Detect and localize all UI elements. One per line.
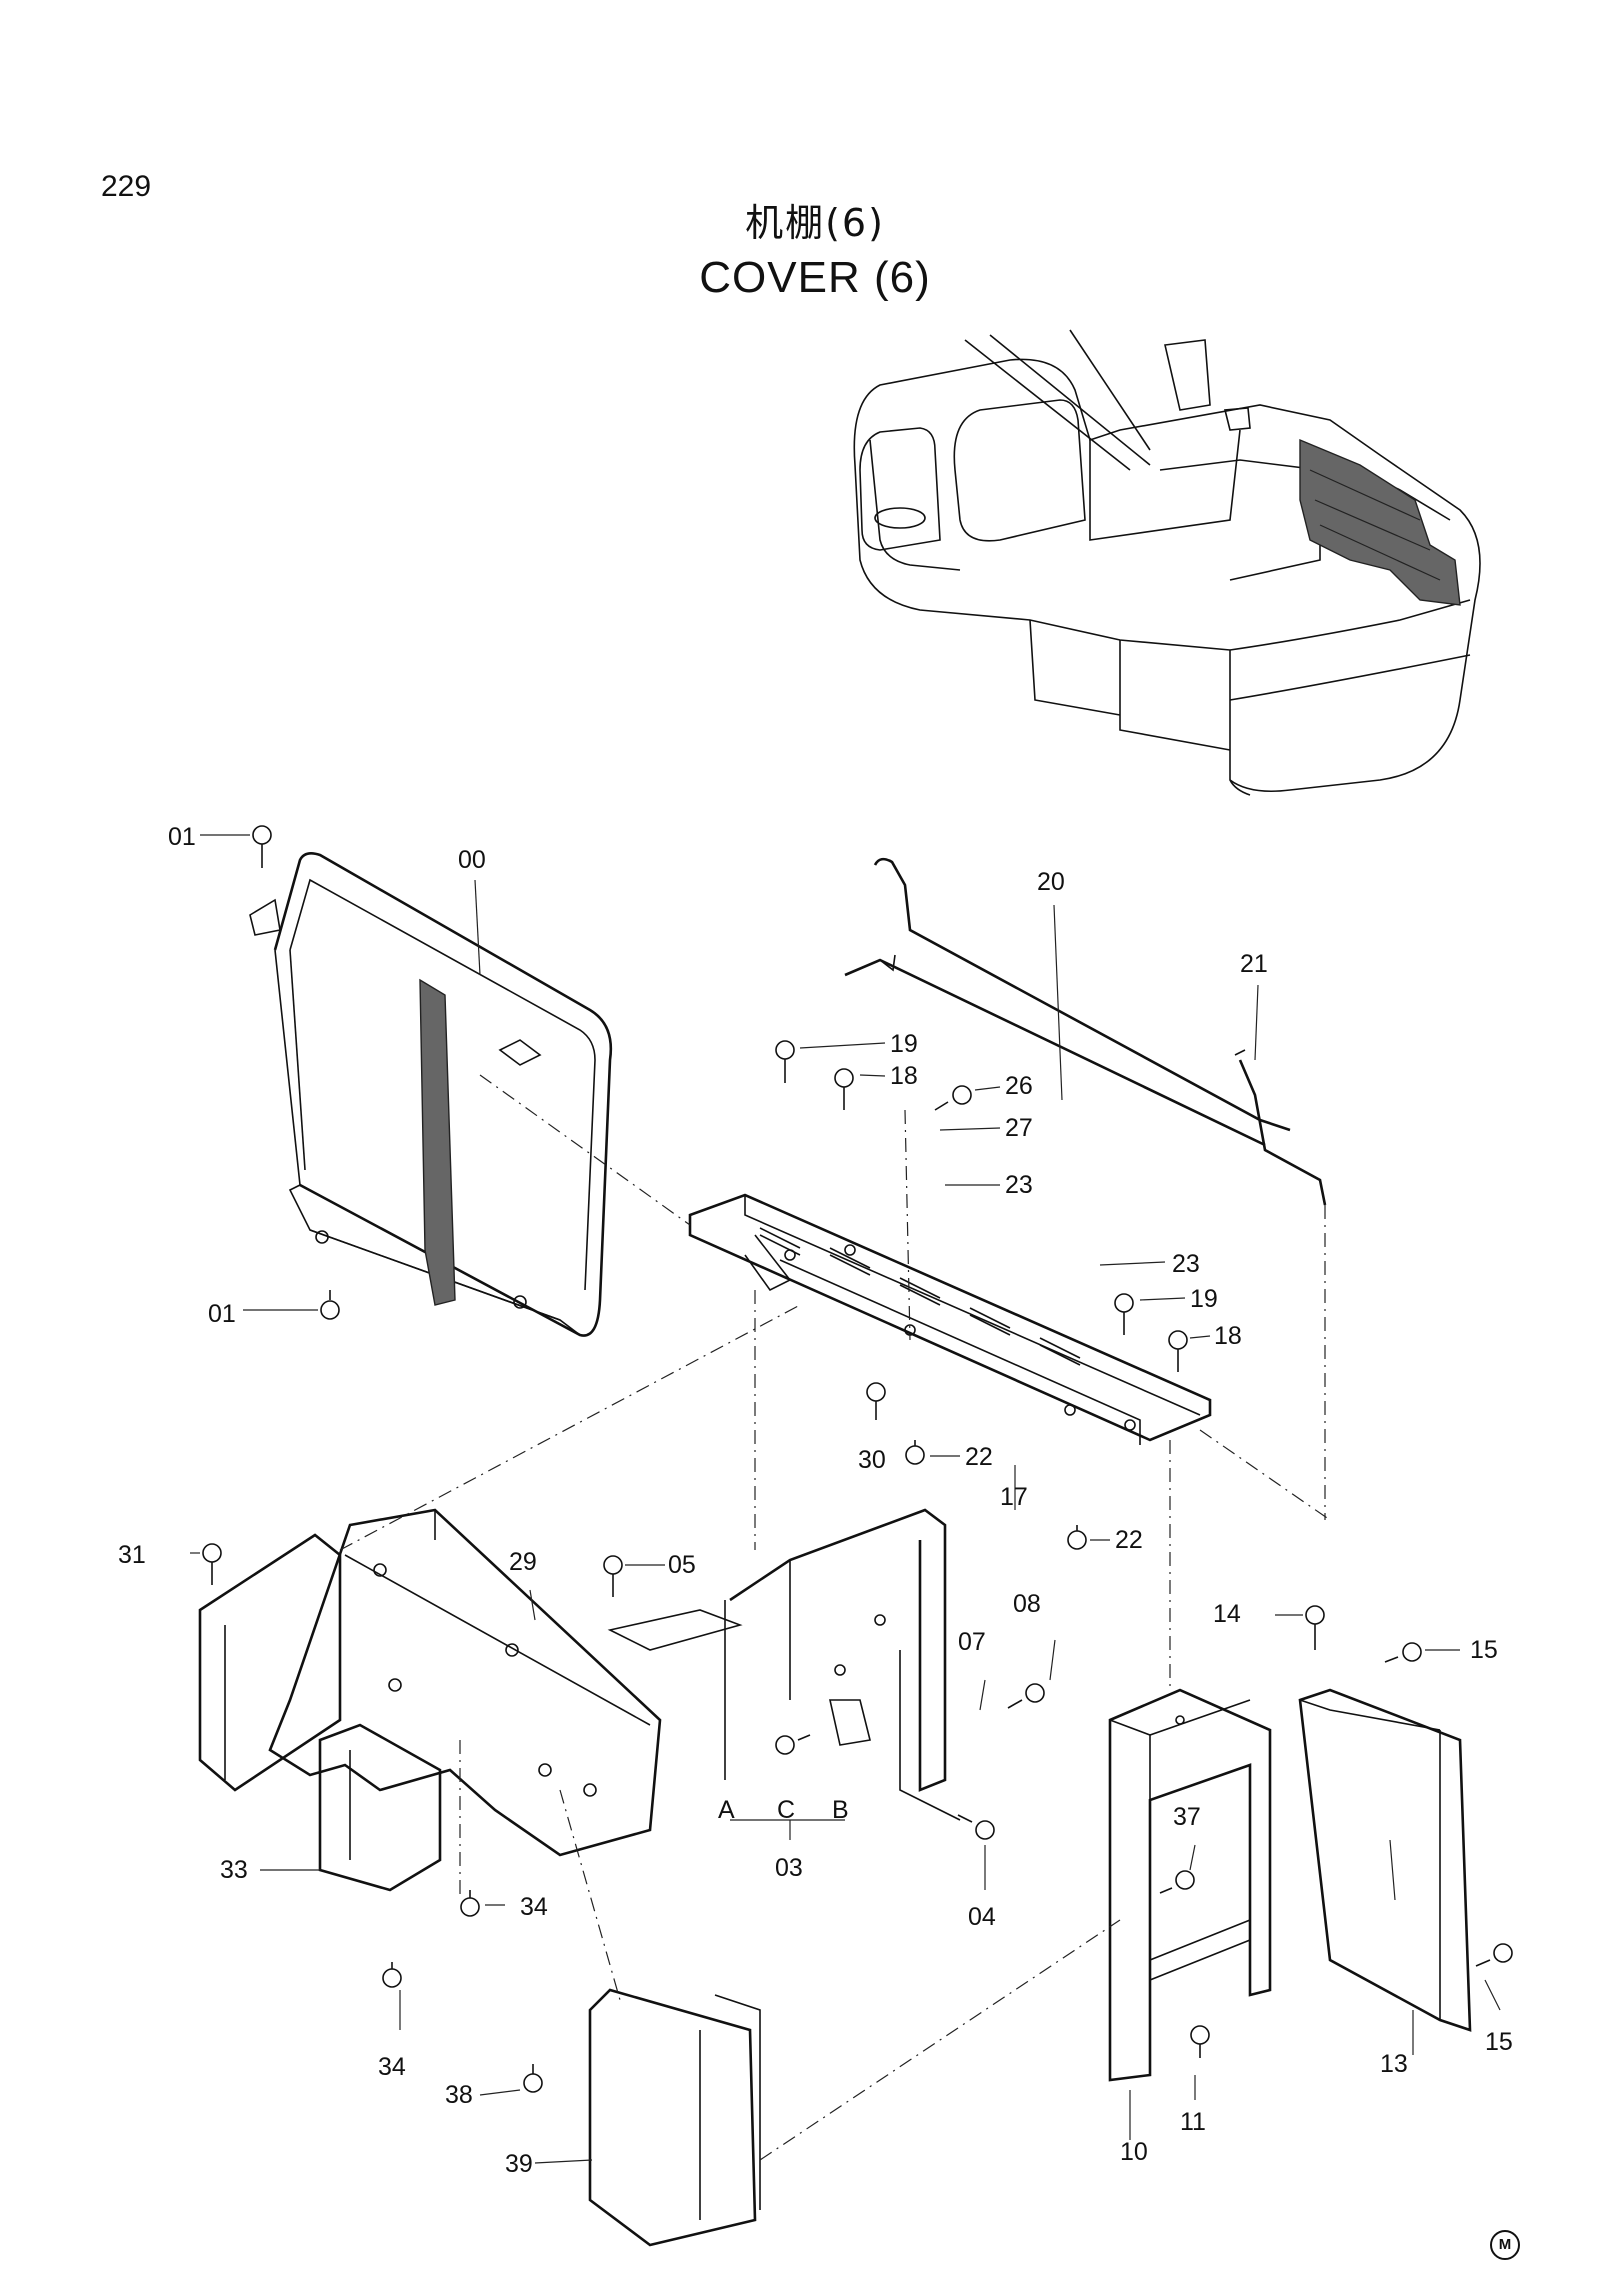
label-01-bottom: 01 <box>208 1300 236 1328</box>
leader-lines <box>190 834 1501 2164</box>
label-23-top: 23 <box>1005 1171 1033 1199</box>
part-33-bracket <box>318 1723 442 1892</box>
label-05: 05 <box>668 1551 696 1579</box>
label-39: 39 <box>505 2150 533 2178</box>
label-10: 10 <box>1120 2138 1148 2166</box>
part-39-lower-cover <box>588 1988 761 2247</box>
label-22-center: 22 <box>965 1443 993 1471</box>
label-34-right: 34 <box>520 1893 548 1921</box>
part-00-cover-frame <box>249 852 613 1337</box>
label-15-bottom: 15 <box>1485 2028 1513 2056</box>
label-01-top: 01 <box>168 823 196 851</box>
label-13: 13 <box>1380 2050 1408 2078</box>
part-20-21-pipes <box>844 857 1327 1206</box>
label-18-right: 18 <box>1214 1322 1242 1350</box>
title-english: COVER (6) <box>699 253 931 302</box>
part-13-side-panel <box>1298 1688 1472 2032</box>
label-21: 21 <box>1240 950 1268 978</box>
page-number: 229 <box>101 170 152 203</box>
label-07: 07 <box>958 1628 986 1656</box>
fasteners <box>202 825 1513 2093</box>
label-30: 30 <box>858 1446 886 1474</box>
label-03-b: B <box>832 1796 849 1824</box>
label-20: 20 <box>1037 868 1065 896</box>
label-08: 08 <box>1013 1590 1041 1618</box>
label-03: 03 <box>775 1854 803 1882</box>
label-37: 37 <box>1173 1803 1201 1831</box>
label-00: 00 <box>458 846 486 874</box>
part-number-labels: 01 00 01 20 21 19 18 26 27 23 23 19 18 3… <box>118 823 1513 2178</box>
title-block: 机棚(6) COVER (6) <box>0 192 1620 303</box>
label-26: 26 <box>1005 1072 1033 1100</box>
label-34-bottom: 34 <box>378 2053 406 2081</box>
label-17: 17 <box>1000 1483 1028 1511</box>
label-15-top: 15 <box>1470 1636 1498 1664</box>
part-29-floor-plate <box>268 1508 662 1857</box>
label-03-a: A <box>718 1796 735 1824</box>
label-03-c: C <box>777 1796 795 1824</box>
part-17-bracket-beam <box>688 1193 1212 1445</box>
label-31: 31 <box>118 1541 146 1569</box>
label-27: 27 <box>1005 1114 1033 1142</box>
label-14: 14 <box>1213 1600 1241 1628</box>
label-33: 33 <box>220 1856 248 1884</box>
label-22-right: 22 <box>1115 1526 1143 1554</box>
label-29: 29 <box>509 1548 537 1576</box>
corner-mark-badge: M <box>1490 2230 1520 2260</box>
label-04: 04 <box>968 1903 996 1931</box>
label-18-top: 18 <box>890 1062 918 1090</box>
label-11: 11 <box>1180 2108 1206 2136</box>
part-03-bracket-assembly <box>607 1508 961 1821</box>
label-38: 38 <box>445 2081 473 2109</box>
title-chinese: 机棚(6) <box>745 201 885 245</box>
part-10-frame <box>1108 1688 1272 2082</box>
excavator-overview-illustration <box>853 329 1481 796</box>
part-31-side-plate <box>198 1533 342 1792</box>
label-19-right: 19 <box>1190 1285 1218 1313</box>
label-23-right: 23 <box>1172 1250 1200 1278</box>
label-19-top: 19 <box>890 1030 918 1058</box>
